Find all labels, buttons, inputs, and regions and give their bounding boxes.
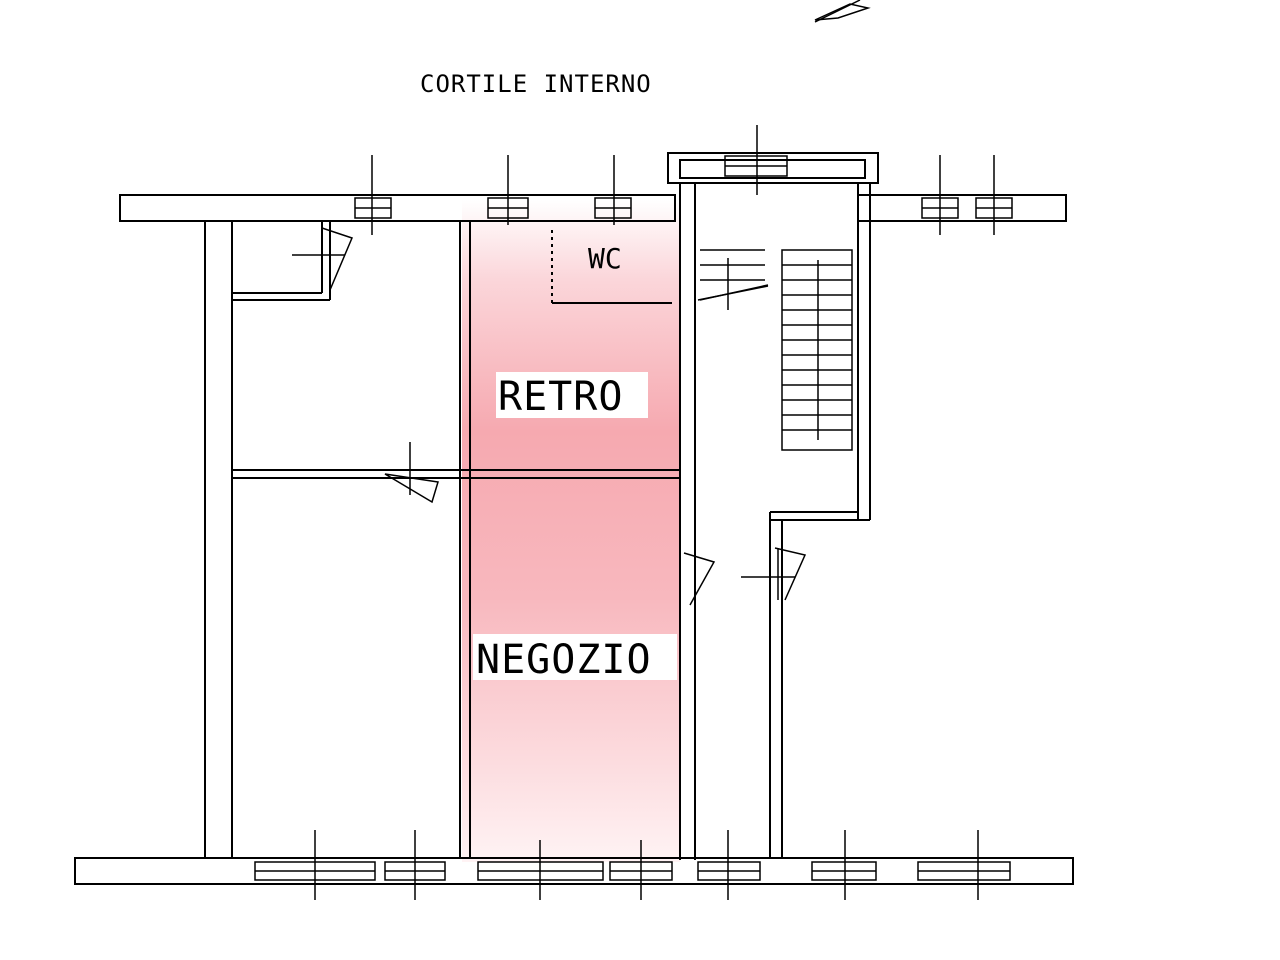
windows-top: [354, 155, 1013, 219]
door-middle: [384, 473, 439, 504]
door-shop-side: [683, 552, 716, 606]
room-label-retro: RETRO: [498, 374, 623, 420]
negozio-label-bg: [473, 634, 677, 680]
stair-tower-cap: [667, 152, 879, 184]
wall-top-left: [119, 194, 676, 222]
wall-top-right: [857, 194, 1067, 222]
wall-bottom: [74, 857, 1074, 885]
retro-label-bg: [496, 372, 648, 418]
windows-bottom: [254, 861, 1011, 881]
door-corridor: [774, 547, 807, 601]
doors: [321, 227, 807, 606]
courtyard-label: CORTILE INTERNO: [420, 70, 652, 98]
north-arrow-icon: [814, 0, 871, 23]
highlighted-shop-area: [462, 200, 680, 862]
walls: [74, 152, 1074, 885]
door-small-room: [321, 227, 354, 291]
room-label-wc: WC: [588, 242, 622, 275]
room-label-negozio: NEGOZIO: [476, 637, 652, 683]
staircase: [699, 249, 853, 451]
dimension-ticks: [292, 125, 995, 900]
